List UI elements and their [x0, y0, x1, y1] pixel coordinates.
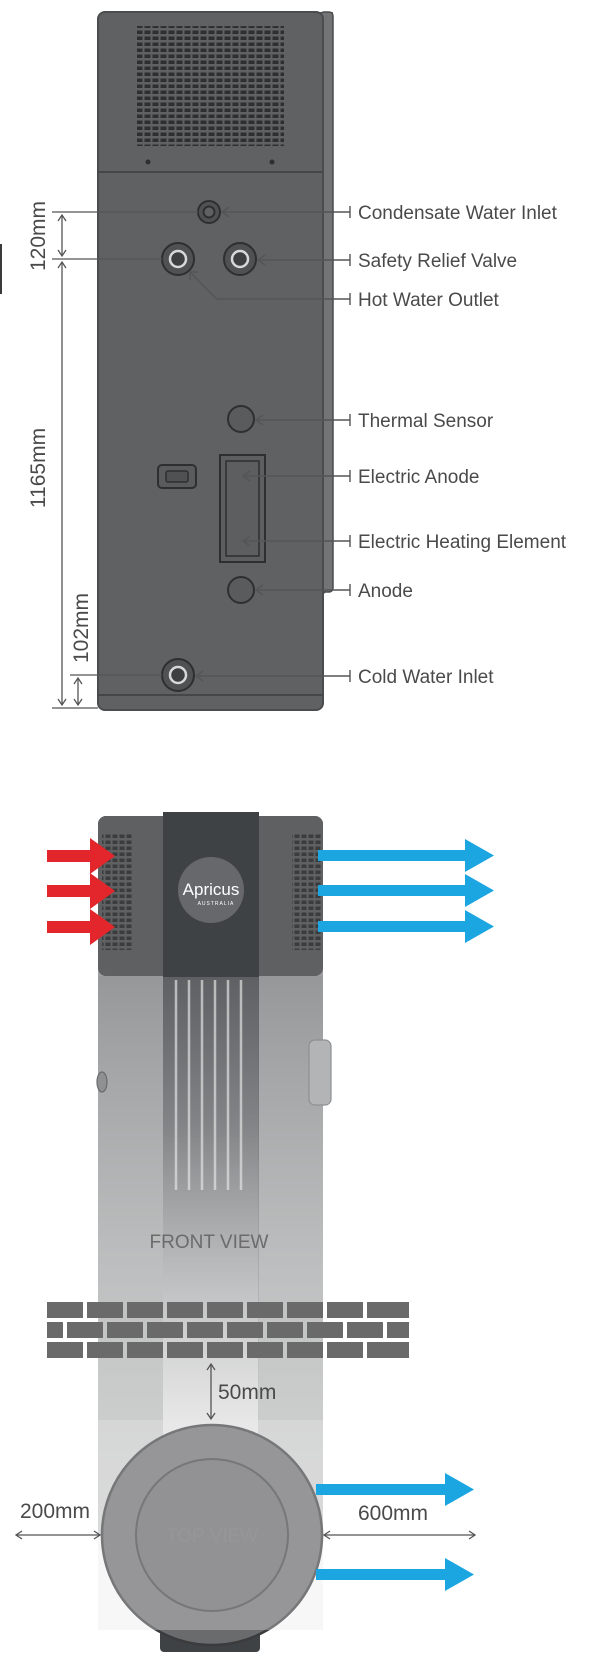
- access-panel: [219, 454, 266, 563]
- top-exhaust-arrows: [316, 1473, 474, 1591]
- side-clearance-markers: [14, 1530, 477, 1540]
- brand-name: Apricus: [183, 880, 240, 899]
- top-view-label: TOP VIEW: [166, 1526, 258, 1547]
- label-cold-water-inlet: Cold Water Inlet: [358, 667, 494, 688]
- dim-102mm: 102mm: [70, 593, 93, 663]
- hot-outlet-fitting: [161, 242, 195, 276]
- side-knob: [96, 1071, 108, 1093]
- exhaust-arrows: [318, 839, 494, 943]
- intake-arrows: [47, 838, 115, 945]
- label-condensate-water-inlet: Condensate Water Inlet: [358, 203, 558, 224]
- callout-pointers: [189, 206, 351, 682]
- vent-right: [292, 834, 322, 950]
- label-hot-water-outlet: Hot Water Outlet: [358, 290, 500, 311]
- callout-labels: Condensate Water Inlet Safety Relief Val…: [358, 203, 567, 688]
- dim-1165mm: 1165mm: [27, 428, 50, 508]
- dim-120mm: 120mm: [27, 201, 50, 271]
- apricus-logo: [178, 857, 244, 923]
- cool-air-arrow-icon: [318, 910, 494, 943]
- hot-air-arrow-icon: [47, 873, 115, 909]
- brand-sub: AUSTRALIA: [198, 901, 235, 907]
- hot-air-arrow-icon: [47, 838, 115, 874]
- hot-air-arrow-icon: [47, 909, 115, 945]
- screw-icon: [269, 159, 275, 165]
- dim-200mm: 200mm: [20, 1500, 90, 1523]
- cool-air-arrow-icon: [316, 1558, 474, 1591]
- brick-wall: [47, 1302, 409, 1358]
- dim-50mm-marker: [206, 1362, 216, 1421]
- label-thermal-sensor: Thermal Sensor: [358, 411, 494, 432]
- top-view-inner: [135, 1458, 289, 1612]
- label-safety-relief-valve: Safety Relief Valve: [358, 251, 517, 272]
- relief-valve-fitting: [223, 242, 257, 276]
- dim-50mm: 50mm: [218, 1381, 276, 1404]
- cold-inlet-fitting: [161, 658, 195, 692]
- label-electric-heating-element: Electric Heating Element: [358, 532, 567, 553]
- condensate-fitting: [197, 200, 221, 224]
- cool-air-arrow-icon: [316, 1473, 474, 1506]
- vent-grille: [137, 26, 284, 146]
- anode-port: [227, 576, 255, 604]
- screw-icon: [145, 159, 151, 165]
- dim-600mm: 600mm: [358, 1502, 428, 1525]
- unit-body: [97, 11, 324, 711]
- label-electric-anode: Electric Anode: [358, 467, 479, 488]
- side-handle: [308, 1039, 332, 1106]
- thermal-sensor-port: [227, 405, 255, 433]
- label-anode: Anode: [358, 581, 413, 602]
- cool-air-arrow-icon: [318, 839, 494, 872]
- front-view-label: FRONT VIEW: [150, 1232, 269, 1253]
- front-grille: [174, 980, 243, 1190]
- top-view: TOP VIEW: [100, 1423, 324, 1652]
- side-view: [97, 11, 334, 711]
- left-dimensions: [0, 211, 198, 709]
- cool-air-arrow-icon: [318, 874, 494, 907]
